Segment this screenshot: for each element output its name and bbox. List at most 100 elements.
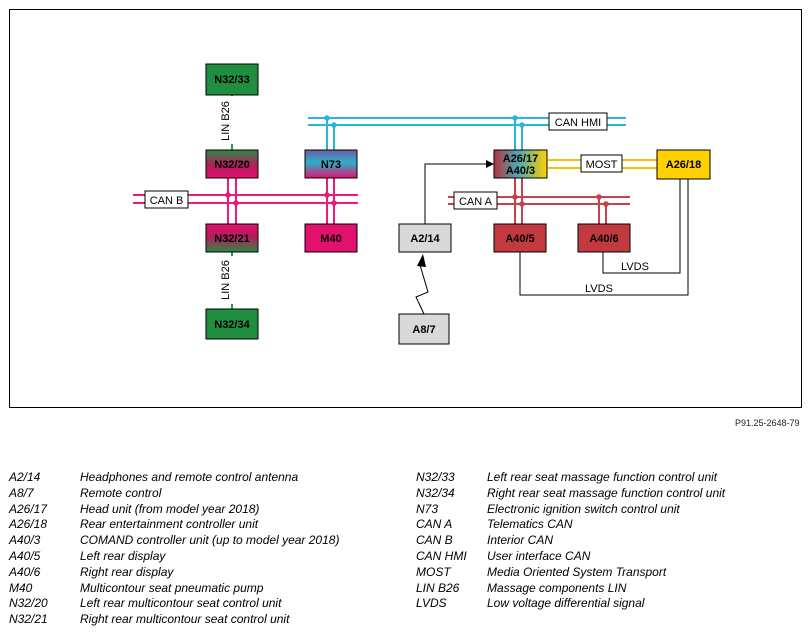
legend-code: N32/33 — [416, 470, 455, 484]
diagram-frame — [9, 9, 802, 408]
lin-b26-top-label: LIN B26 — [220, 101, 232, 141]
legend-row: CAN HMI User interface CAN — [416, 549, 725, 565]
legend-row: CAN B Interior CAN — [416, 533, 725, 549]
legend-row: MOST Media Oriented System Transport — [416, 565, 725, 581]
legend-description: Right rear seat massage function control… — [487, 485, 726, 500]
legend-code: A40/6 — [9, 564, 41, 579]
unit-a26-17-label: A26/17 — [503, 153, 538, 165]
can-a-label-box: CAN A — [453, 191, 498, 210]
legend-row: A26/18 Rear entertainment controller unit — [9, 517, 339, 533]
legend-code: CAN HMI — [416, 548, 467, 563]
legend-description: User interface CAN — [487, 548, 591, 563]
legend-description: Left rear display — [80, 548, 166, 563]
wireless-arrowhead — [417, 254, 426, 267]
unit-a2-14-label: A2/14 — [410, 233, 440, 245]
legend-left: A2/14 Headphones and remote control anten… — [9, 470, 339, 628]
legend-description: Right rear multicontour seat control uni… — [80, 612, 290, 627]
figure-reference: P91.25-2648-79 — [735, 418, 800, 428]
most-label-box: MOST — [580, 154, 623, 173]
unit-a40-6: A40/6 — [577, 223, 631, 253]
unit-a8-7: A8/7 — [398, 313, 450, 345]
legend-description: Remote control — [80, 485, 162, 500]
legend-code: A26/18 — [9, 517, 48, 532]
legend-code: A26/17 — [9, 501, 48, 516]
lvds-label-2: LVDS — [585, 283, 613, 295]
legend-row: A40/6 Right rear display — [9, 565, 339, 581]
legend-row: A8/7 Remote control — [9, 486, 339, 502]
legend-description: Telematics CAN — [487, 517, 573, 532]
legend-row: N32/21 Right rear multicontour seat contr… — [9, 612, 339, 628]
can-a-junctions — [512, 194, 609, 207]
unit-a26-18-label: A26/18 — [666, 159, 701, 171]
unit-n73: N73 — [304, 149, 358, 179]
wireless-signal — [415, 264, 429, 315]
antenna-arrowhead — [486, 160, 494, 168]
lin-top-label-bg — [218, 96, 233, 144]
can-hmi-label-box: CAN HMI — [548, 112, 608, 131]
legend-row: N73 Electronic ignition switch control un… — [416, 502, 725, 518]
unit-a8-7-label: A8/7 — [412, 324, 435, 336]
unit-n32-34: N32/34 — [205, 308, 259, 340]
legend-row: A26/17 Head unit (from model year 2018) — [9, 502, 339, 518]
legend-description: Head unit (from model year 2018) — [80, 501, 260, 516]
can-hmi-junctions — [324, 115, 525, 128]
lin-bottom-label-bg — [218, 256, 233, 304]
unit-a26-18: A26/18 — [656, 149, 711, 180]
can-a-label: CAN A — [459, 196, 493, 208]
unit-n32-20-label: N32/20 — [214, 159, 249, 171]
legend-description: Electronic ignition switch control unit — [487, 501, 680, 516]
legend-row: N32/34 Right rear seat massage function c… — [416, 486, 725, 502]
unit-n32-34-label: N32/34 — [214, 319, 250, 331]
legend-code: LVDS — [416, 596, 447, 611]
legend-description: Rear entertainment controller unit — [80, 517, 259, 532]
legend-row: N32/20 Left rear multicontour seat contro… — [9, 596, 339, 612]
legend-description: Left rear multicontour seat control unit — [80, 596, 282, 611]
legend-code: M40 — [9, 580, 33, 595]
can-b-junctions — [225, 192, 337, 206]
legend-row: M40 Multicontour seat pneumatic pump — [9, 581, 339, 597]
unit-n73-label: N73 — [321, 159, 341, 171]
legend-description: Right rear display — [80, 564, 174, 579]
legend-code: A8/7 — [9, 485, 34, 500]
unit-n32-33-label: N32/33 — [214, 74, 249, 86]
legend-code: N32/34 — [416, 485, 455, 500]
legend-code: CAN A — [416, 517, 453, 532]
unit-a40-5: A40/5 — [493, 223, 547, 253]
unit-a40-5-label: A40/5 — [505, 233, 534, 245]
legend-code: N32/21 — [9, 612, 48, 627]
legend-code: N73 — [416, 501, 439, 516]
unit-a40-6-label: A40/6 — [589, 233, 618, 245]
can-hmi-label: CAN HMI — [555, 117, 601, 129]
lin-b26-bottom-label: LIN B26 — [220, 260, 232, 300]
unit-a2-14: A2/14 — [398, 223, 452, 253]
unit-n32-21-label: N32/21 — [214, 233, 249, 245]
unit-a26-17-a40-3: A26/17 A40/3 — [493, 149, 548, 179]
legend-description: Massage components LIN — [487, 580, 627, 595]
legend-code: N32/20 — [9, 596, 48, 611]
legend-description: Media Oriented System Transport — [487, 564, 667, 579]
lvds-label-1: LVDS — [621, 261, 649, 273]
legend-row: A2/14 Headphones and remote control anten… — [9, 470, 339, 486]
antenna-arrow — [424, 163, 490, 224]
unit-n32-20: N32/20 — [205, 149, 259, 179]
legend-row: CAN A Telematics CAN — [416, 517, 725, 533]
legend-description: Headphones and remote control antenna — [80, 470, 299, 484]
legend-description: Multicontour seat pneumatic pump — [80, 580, 264, 595]
most-label: MOST — [586, 159, 618, 171]
legend-code: A40/3 — [9, 533, 41, 548]
legend-description: Interior CAN — [487, 533, 554, 548]
unit-n32-21: N32/21 — [205, 223, 259, 253]
can-b-label-box: CAN B — [144, 190, 189, 209]
legend-code: CAN B — [416, 533, 453, 548]
can-b-label: CAN B — [150, 195, 184, 207]
unit-n32-33: N32/33 — [205, 63, 259, 96]
legend-code: MOST — [416, 564, 451, 579]
legend-code: A2/14 — [9, 470, 41, 484]
unit-m40-label: M40 — [320, 233, 341, 245]
